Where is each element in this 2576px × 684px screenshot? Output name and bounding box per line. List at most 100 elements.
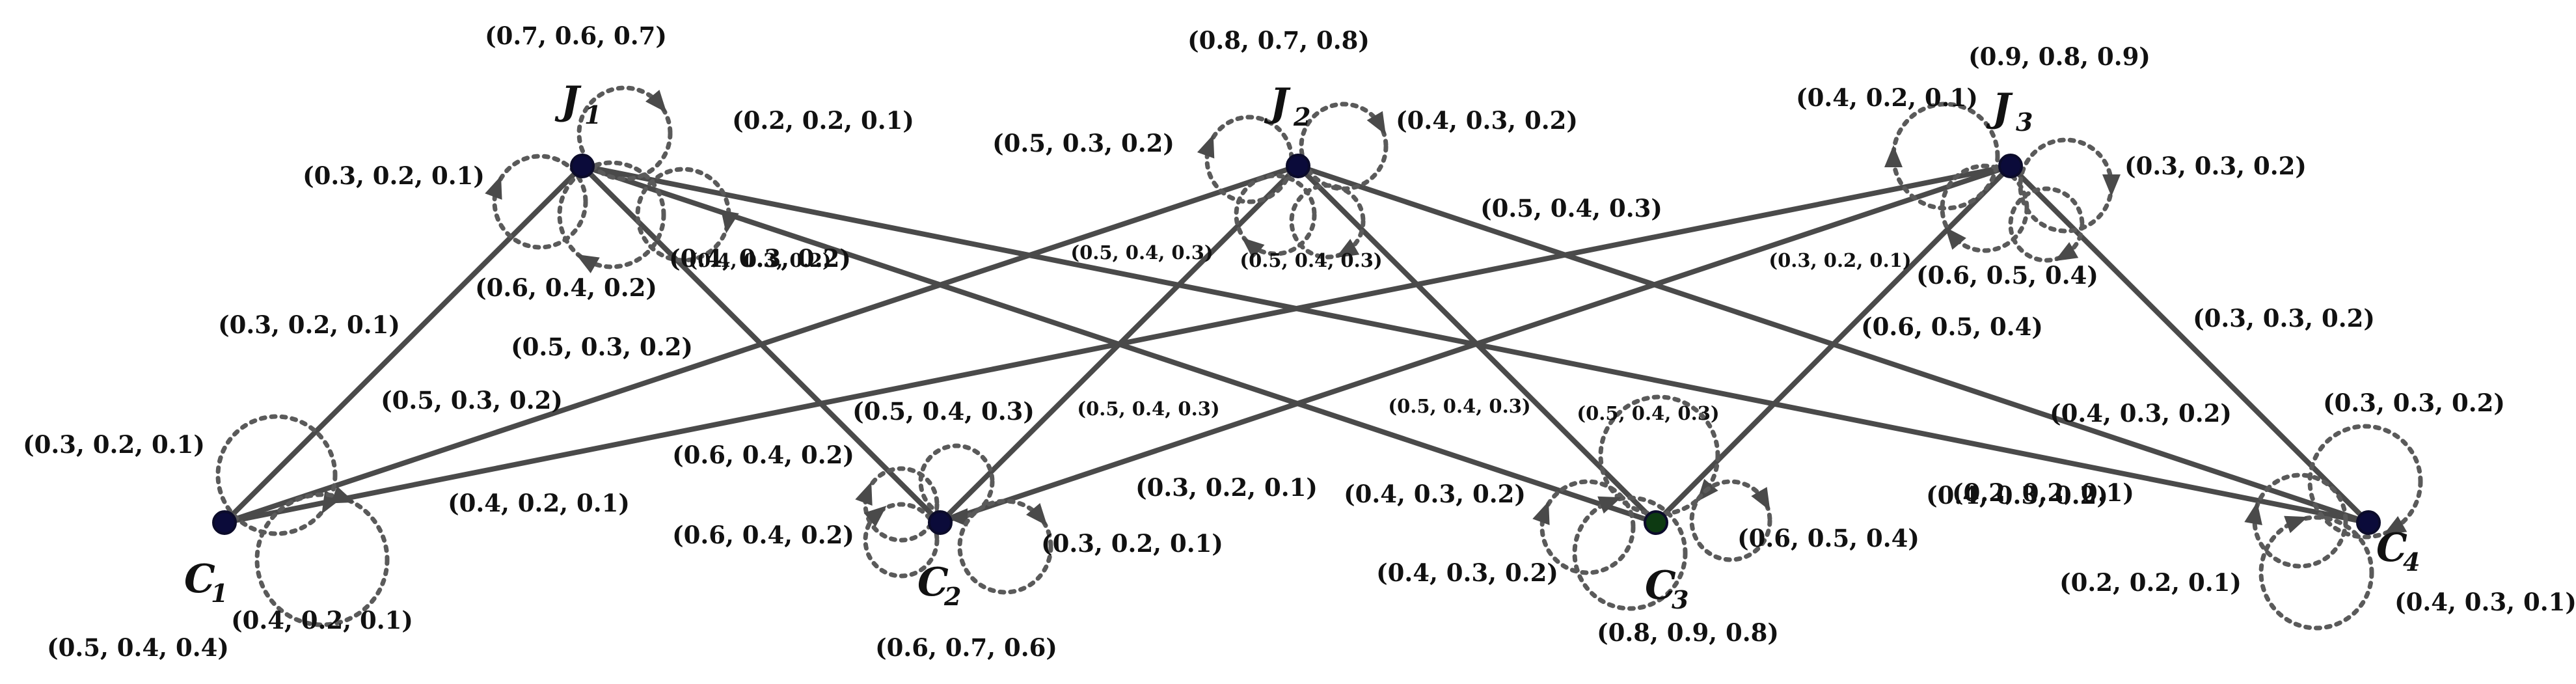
edge-label-j2-c2: (0.5, 0.4, 0.3) bbox=[1077, 398, 1219, 420]
node-name-c3: C 3 bbox=[1645, 563, 1688, 614]
node-value-label-c1: (0.5, 0.4, 0.4) bbox=[47, 633, 229, 662]
loop-label-c3-top: (0.5, 0.4, 0.3) bbox=[1577, 402, 1719, 424]
node-value-label-c3: (0.8, 0.9, 0.8) bbox=[1597, 618, 1779, 647]
node-j2[interactable] bbox=[1286, 154, 1310, 178]
node-name-c2: C 2 bbox=[917, 560, 961, 611]
loop-c4-24 bbox=[2258, 515, 2374, 631]
loop-j1-2 bbox=[557, 160, 666, 273]
loop-c1-13 bbox=[254, 486, 390, 627]
loop-label-c4-top: (0.3, 0.3, 0.2) bbox=[2323, 389, 2505, 417]
svg-text:C: C bbox=[917, 560, 949, 605]
loop-label-j1-bottom: (0.6, 0.4, 0.2) bbox=[475, 273, 657, 302]
loop-arrowhead bbox=[645, 89, 667, 113]
svg-text:1: 1 bbox=[584, 100, 601, 130]
node-c1[interactable] bbox=[212, 510, 237, 535]
node-c4[interactable] bbox=[2356, 510, 2381, 535]
edge-label-j2-c3: (0.5, 0.4, 0.3) bbox=[1480, 194, 1662, 223]
loop-arrowhead bbox=[2383, 515, 2407, 536]
loop-label-j2-bottom-right: (0.5, 0.4, 0.3) bbox=[1240, 249, 1382, 271]
svg-text:3: 3 bbox=[2016, 107, 2033, 137]
loop-label-j1-left: (0.3, 0.2, 0.1) bbox=[303, 161, 485, 190]
loop-arrowhead bbox=[485, 176, 502, 200]
loop-arrowhead bbox=[2102, 174, 2121, 197]
loop-j3-8 bbox=[1884, 102, 2000, 211]
node-j1[interactable] bbox=[570, 154, 595, 178]
loop-arrowhead bbox=[576, 254, 600, 273]
loop-j2-5 bbox=[1299, 102, 1389, 191]
loop-label-j3-bottom-left: (0.3, 0.2, 0.1) bbox=[1769, 249, 1911, 271]
loop-arrowhead bbox=[1197, 134, 1215, 159]
node-value-label-c4: (0.4, 0.3, 0.1) bbox=[2394, 588, 2576, 616]
edge-label-j3-c4: (0.3, 0.3, 0.2) bbox=[2193, 304, 2375, 333]
loop-label-c1-bottom: (0.4, 0.2, 0.1) bbox=[231, 606, 413, 635]
loop-j1-3 bbox=[635, 167, 739, 263]
node-c2[interactable] bbox=[928, 510, 953, 535]
svg-text:2: 2 bbox=[1293, 102, 1310, 131]
node-value-label-j2: (0.8, 0.7, 0.8) bbox=[1187, 26, 1370, 55]
node-j3[interactable] bbox=[1998, 154, 2023, 178]
loop-arrowhead bbox=[331, 486, 355, 504]
loop-arrowhead bbox=[2284, 515, 2308, 534]
loop-label-c2-left-top: (0.6, 0.4, 0.2) bbox=[672, 441, 854, 469]
loop-arrowhead bbox=[1335, 239, 1360, 258]
svg-text:J: J bbox=[554, 78, 582, 124]
loop-arrowhead bbox=[2244, 502, 2262, 526]
loop-arrowhead bbox=[863, 505, 887, 527]
svg-text:2: 2 bbox=[943, 582, 961, 611]
edge-label-j3-c2: (0.3, 0.2, 0.1) bbox=[1135, 473, 1318, 502]
loop-j2-6 bbox=[1234, 173, 1317, 259]
node-name-c1: C 1 bbox=[184, 556, 228, 608]
loop-c2-15 bbox=[855, 466, 940, 543]
loop-label-j3-right: (0.3, 0.3, 0.2) bbox=[2124, 152, 2307, 180]
loop-label-c4-left-top: (0.2, 0.2, 0.1) bbox=[1952, 478, 2134, 507]
nodes-layer bbox=[212, 154, 2381, 535]
loop-label-c1-top: (0.3, 0.2, 0.1) bbox=[23, 430, 205, 459]
loop-c3-19 bbox=[1532, 479, 1636, 575]
loop-arrowhead bbox=[2054, 242, 2079, 262]
loop-arrowhead bbox=[1751, 487, 1770, 511]
loop-arrowhead bbox=[945, 508, 968, 527]
loop-c2-16 bbox=[863, 502, 940, 579]
loop-j2-7 bbox=[1289, 183, 1366, 260]
loop-label-j2-right: (0.4, 0.3, 0.2) bbox=[1396, 106, 1578, 135]
node-value-label-j1: (0.7, 0.6, 0.7) bbox=[485, 21, 667, 50]
edge-j2-c1 bbox=[223, 163, 1299, 525]
loop-c2-14 bbox=[918, 443, 995, 527]
loop-j3-9 bbox=[2018, 137, 2121, 234]
loop-c4-22 bbox=[2307, 424, 2423, 540]
edge-label-j3-c1: (0.4, 0.2, 0.1) bbox=[448, 489, 630, 517]
edges-layer bbox=[223, 163, 2370, 525]
loop-j1-0 bbox=[485, 154, 588, 250]
loop-arrowhead bbox=[855, 482, 873, 506]
edge-label-j1-c3: (0.5, 0.4, 0.3) bbox=[1388, 395, 1530, 417]
svg-text:J: J bbox=[1986, 85, 2013, 131]
edge-label-j1-c1-lower: (0.5, 0.3, 0.2) bbox=[381, 386, 563, 415]
loop-j3-11 bbox=[2008, 186, 2085, 263]
svg-text:C: C bbox=[184, 556, 215, 602]
edge-j3-c1 bbox=[224, 163, 2011, 525]
loop-c3-21 bbox=[1689, 479, 1772, 562]
loop-label-c2-left-bottom: (0.6, 0.4, 0.2) bbox=[672, 521, 854, 549]
loop-label-c3-left-bottom: (0.4, 0.3, 0.2) bbox=[1376, 558, 1558, 587]
edge-j1-c1 bbox=[223, 164, 584, 525]
node-name-c4: C 4 bbox=[2376, 525, 2420, 577]
loop-arrowhead bbox=[721, 210, 739, 234]
loop-c1-12 bbox=[215, 414, 341, 536]
labels-layer: (0.7, 0.6, 0.7) (0.8, 0.7, 0.8) (0.9, 0.… bbox=[23, 21, 2576, 662]
edge-label-j1-c1: (0.3, 0.2, 0.1) bbox=[218, 310, 400, 339]
loop-label-c2-right: (0.3, 0.2, 0.1) bbox=[1041, 529, 1223, 558]
loop-label-j2-left: (0.5, 0.3, 0.2) bbox=[992, 129, 1174, 157]
loop-arrowhead bbox=[1241, 238, 1265, 259]
loop-label-c4-left-bottom: (0.2, 0.2, 0.1) bbox=[2059, 568, 2242, 597]
loop-label-c2-top: (0.5, 0.4, 0.3) bbox=[852, 397, 1035, 426]
loop-label-j1-top-right: (0.2, 0.2, 0.1) bbox=[732, 106, 914, 135]
node-name-j3: J 3 bbox=[1986, 85, 2033, 137]
node-c3[interactable] bbox=[1644, 510, 1668, 535]
svg-text:J: J bbox=[1264, 80, 1291, 126]
loop-c3-20 bbox=[1572, 495, 1688, 611]
loops-layer bbox=[215, 85, 2423, 631]
edge-j3-c3 bbox=[1654, 164, 2013, 525]
loop-label-c3-left-top: (0.4, 0.3, 0.2) bbox=[1344, 480, 1526, 508]
edge-label-j1-c4: (0.4, 0.3, 0.2) bbox=[2050, 399, 2232, 428]
